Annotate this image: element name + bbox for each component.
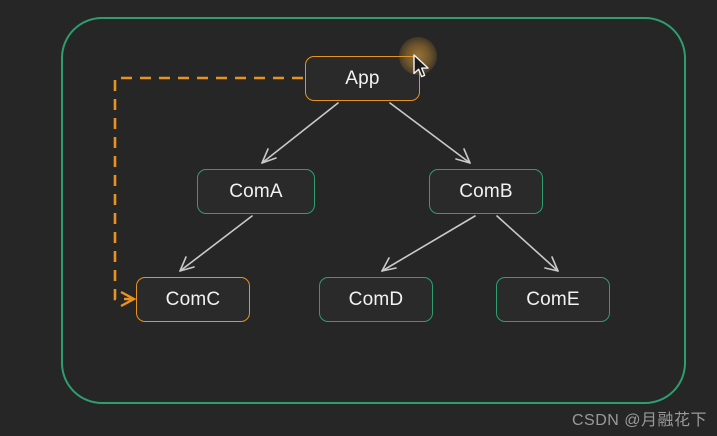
edge-app-comB [389,102,471,164]
node-comD-label: ComD [348,289,404,310]
node-comC-label: ComC [165,289,221,310]
arrowhead-comB-comD [381,257,397,272]
arrowhead-app-comC-dashed [120,290,137,308]
node-comB-label: ComB [459,181,513,202]
edge-comA-comC [179,215,253,272]
arrowhead-comA-comC [179,256,195,272]
node-app-label: App [345,68,380,89]
node-comA[interactable]: ComA [197,169,315,214]
arrowhead-comB-comE [544,256,559,272]
node-comE-label: ComE [526,289,580,310]
arrowhead-app-comB [455,148,471,164]
edge-comB-comE [496,215,559,272]
edge-comB-comD [381,215,476,272]
node-app[interactable]: App [305,56,420,101]
node-comA-label: ComA [229,181,283,202]
node-comC[interactable]: ComC [136,277,250,322]
edge-app-comA [261,102,339,164]
arrowhead-app-comA [261,148,277,164]
watermark-text: CSDN @月融花下 [571,412,707,429]
node-comB[interactable]: ComB [429,169,543,214]
node-comE[interactable]: ComE [496,277,610,322]
node-comD[interactable]: ComD [319,277,433,322]
